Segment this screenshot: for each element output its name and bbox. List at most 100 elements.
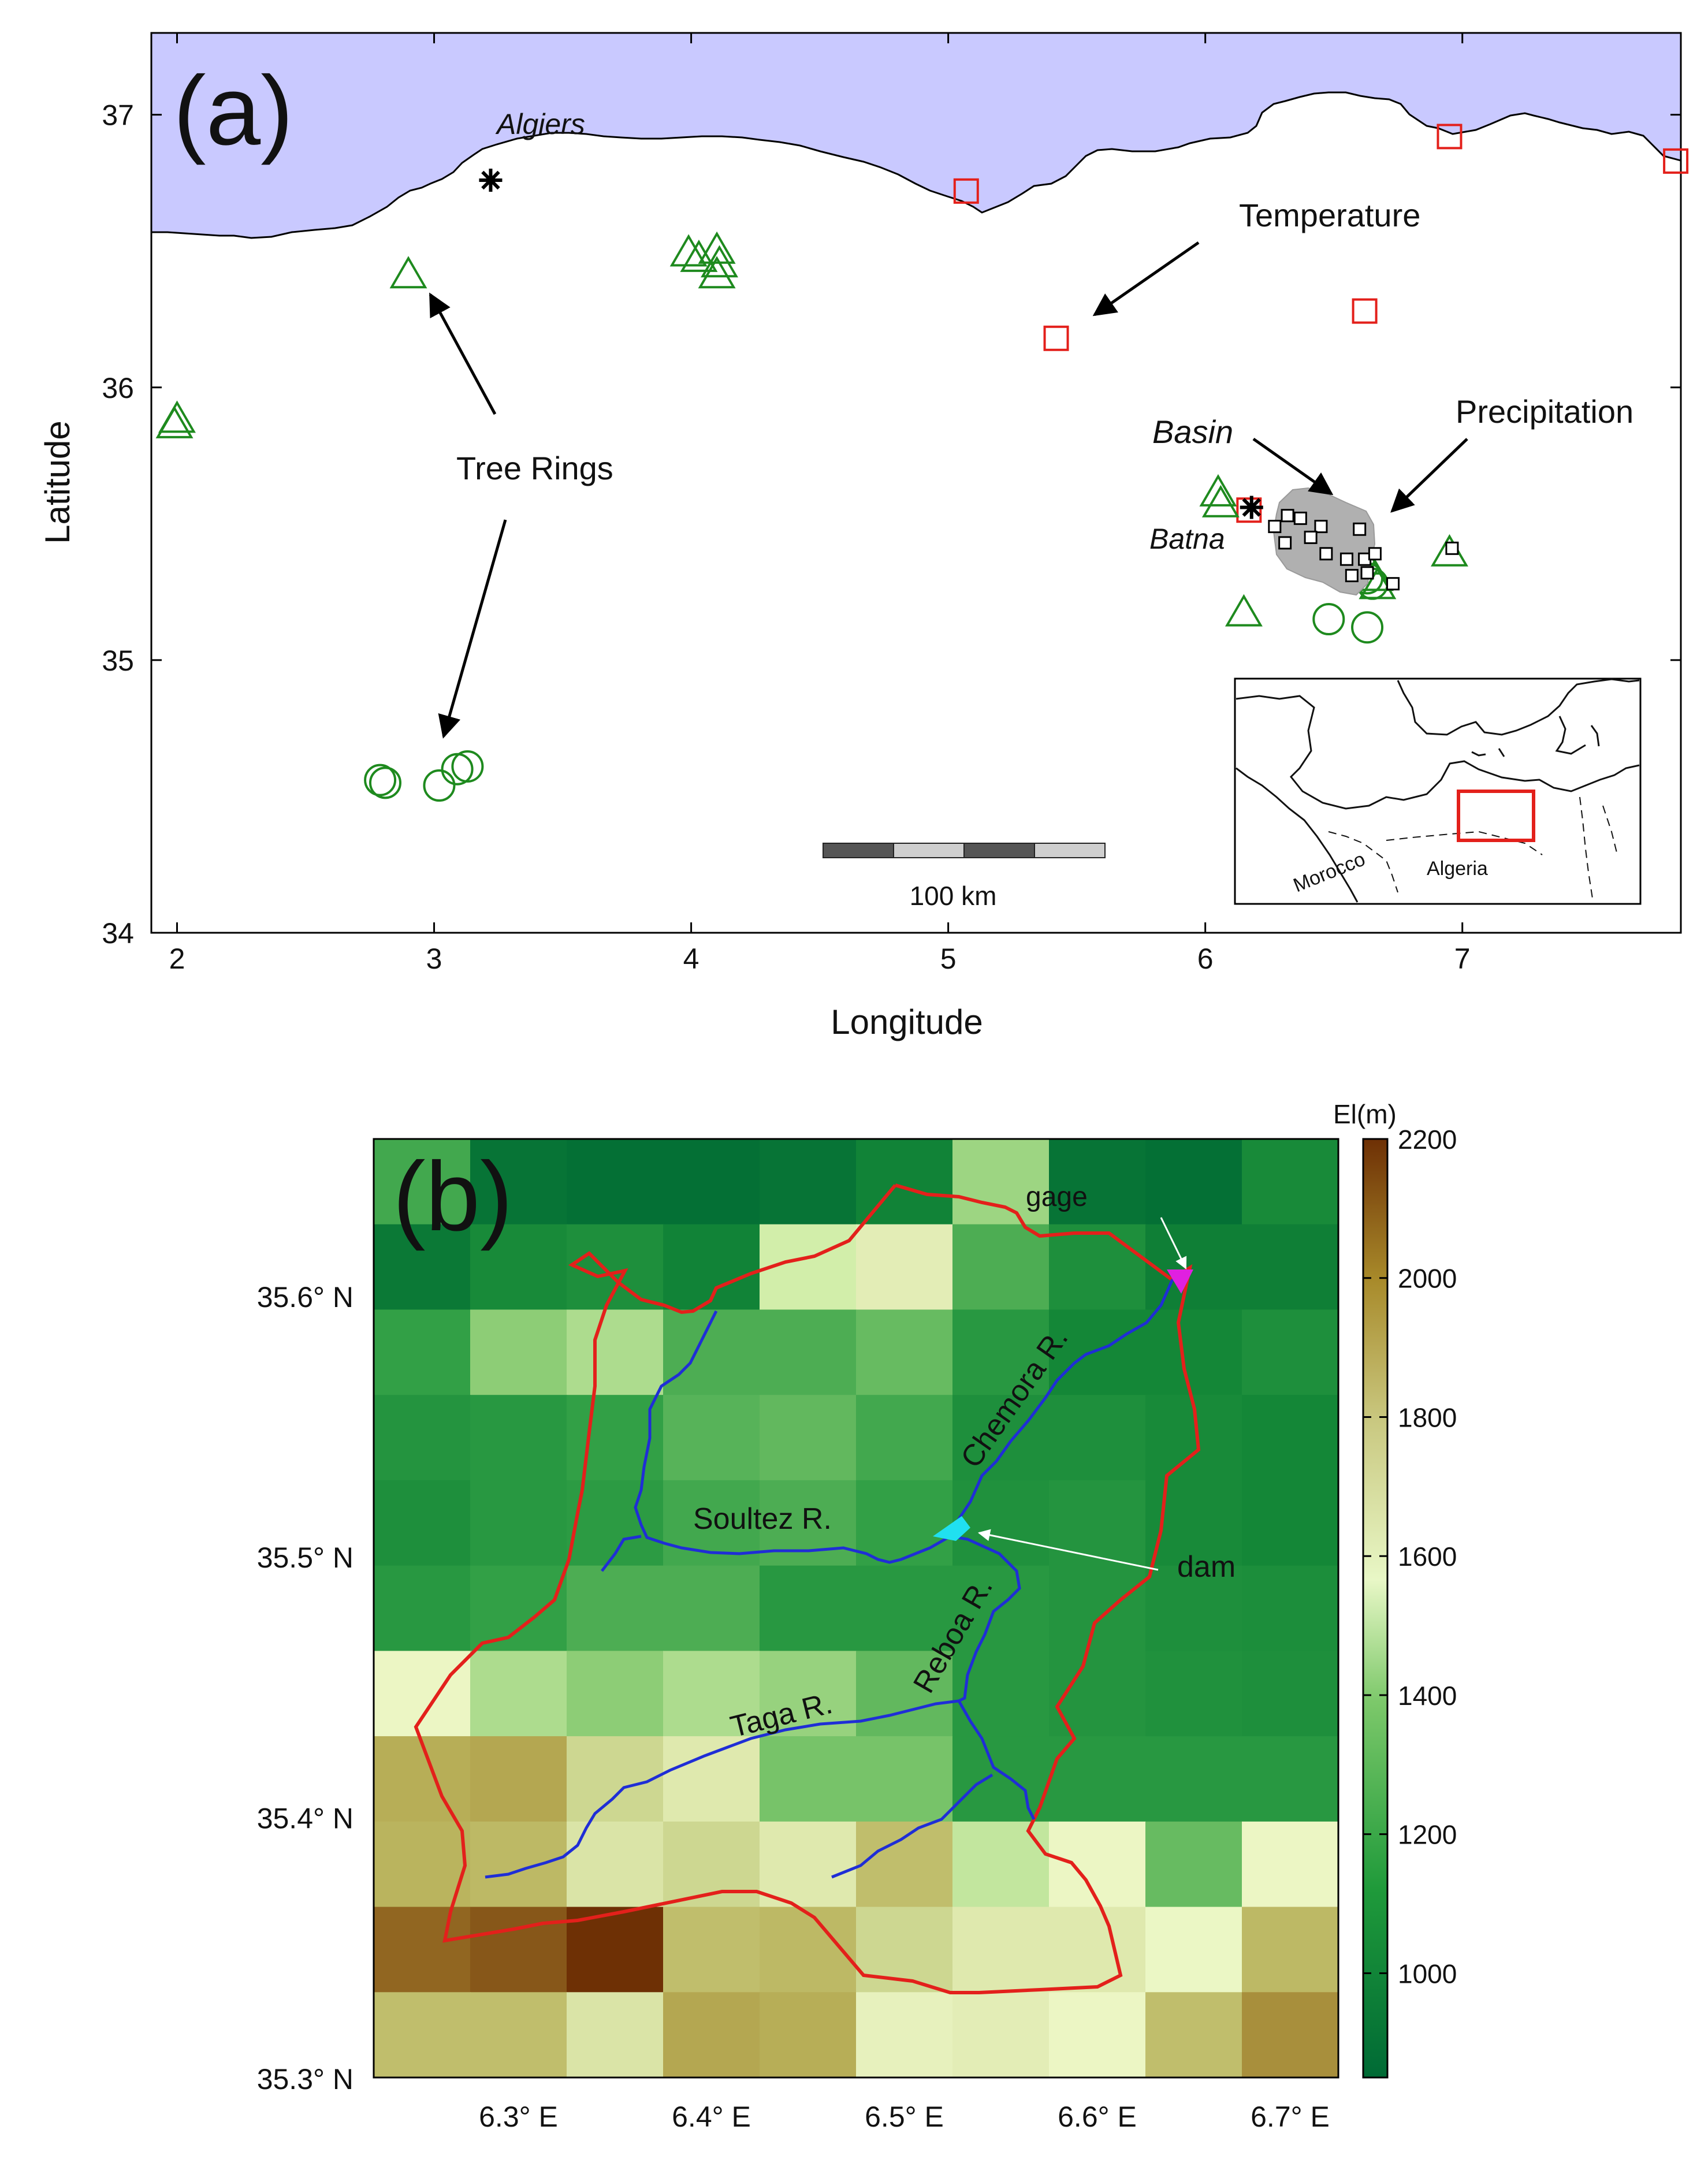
panel-a-x-axis-label: Longitude	[831, 1003, 983, 1041]
x-tick-label: 4	[683, 943, 699, 975]
elevation-cell	[1242, 1907, 1338, 1993]
elevation-cell	[663, 1309, 760, 1396]
panel-a-frame	[150, 32, 1682, 934]
elevation-cell	[760, 1139, 857, 1225]
tree-ring-site-circle	[1351, 611, 1384, 644]
elevation-cell	[856, 1139, 953, 1225]
elevation-cell	[1242, 1309, 1338, 1396]
tree-ring-site-circle	[451, 750, 484, 783]
elevation-cell	[1242, 1651, 1338, 1737]
elevation-cell	[470, 1565, 567, 1652]
panel-b-x-tick-label: 6.5° E	[865, 2101, 944, 2133]
soultez-tributary	[601, 1535, 642, 1572]
elevation-cell	[760, 1992, 857, 2078]
gage-marker	[1167, 1269, 1193, 1294]
elevation-cell	[1242, 1821, 1338, 1908]
elevation-cell	[856, 1651, 953, 1737]
taga-river	[485, 1699, 959, 1879]
colorbar-title: El(m)	[1333, 1099, 1397, 1129]
elevation-cell	[856, 1992, 953, 2078]
elevation-cell	[760, 1736, 857, 1822]
panel-b-x-tick-label: 6.6° E	[1058, 2101, 1137, 2133]
elevation-cell	[1242, 1480, 1338, 1566]
elevation-cell	[1242, 1224, 1338, 1310]
elevation-cell	[374, 1224, 471, 1310]
colorbar-tick-label: 1200	[1398, 1820, 1457, 1850]
temperature-station	[1236, 497, 1262, 523]
precipitation-station	[1386, 577, 1400, 591]
elevation-cell	[663, 1139, 760, 1225]
elevation-cell	[470, 1992, 567, 2078]
elevation-cell	[1145, 1224, 1242, 1310]
elevation-cell	[470, 1736, 567, 1822]
elevation-cell	[760, 1821, 857, 1908]
gage-label: gage	[1026, 1182, 1088, 1212]
elevation-cell	[1049, 1224, 1146, 1310]
colorbar-tick-label: 2200	[1398, 1125, 1457, 1155]
elevation-cell	[1049, 1139, 1146, 1225]
tree-ring-site-triangle	[389, 256, 427, 289]
elevation-cell	[952, 1224, 1050, 1310]
panel-b-y-tick-label: 35.3° N	[257, 2063, 353, 2095]
colorbar-tick-label: 1800	[1398, 1402, 1457, 1432]
tree-rings-arrow-down	[438, 519, 507, 739]
panel-a-markers	[155, 124, 1689, 802]
elevation-cell	[1145, 1309, 1242, 1396]
elevation-cell	[663, 1736, 760, 1822]
elevation-cell	[856, 1309, 953, 1396]
elevation-cell	[374, 1309, 471, 1396]
temperature-label: Temperature	[1239, 197, 1420, 233]
scale-bar-label: 100 km	[910, 881, 997, 911]
elevation-cell	[470, 1821, 567, 1908]
precipitation-station	[1319, 547, 1333, 561]
elevation-cell	[760, 1565, 857, 1652]
dam-arrow	[977, 1529, 1159, 1571]
panel-b-y-tick-label: 35.5° N	[257, 1542, 353, 1574]
elevation-cell	[663, 1565, 760, 1652]
temperature-arrow	[1092, 241, 1200, 317]
soultez-river	[634, 1310, 951, 1564]
elevation-cell	[952, 1651, 1050, 1737]
tree-ring-site-circle	[369, 766, 401, 799]
elevation-cell	[374, 1736, 471, 1822]
tree-ring-site-triangle	[1199, 474, 1237, 507]
elevation-cell	[567, 1651, 664, 1737]
tree-ring-site-circle	[364, 764, 397, 796]
tree-ring-site-triangle	[680, 239, 718, 272]
temperature-station	[1043, 325, 1069, 351]
elevation-cell	[856, 1736, 953, 1822]
elevation-cell	[856, 1821, 953, 1908]
panel-b-y-tick-label: 35.4° N	[257, 1803, 353, 1835]
sea	[151, 33, 1681, 239]
basin-arrow	[1252, 437, 1334, 496]
elevation-cell	[567, 1395, 664, 1481]
x-tick-label: 2	[169, 943, 185, 975]
elevation-cell	[1049, 1821, 1146, 1908]
precipitation-station	[1314, 520, 1328, 534]
elevation-cell	[760, 1309, 857, 1396]
chemora-river	[948, 1278, 1174, 1537]
temperature-station	[1437, 124, 1463, 150]
elevation-cell	[1242, 1736, 1338, 1822]
dam-marker	[933, 1516, 970, 1541]
elevation-cell	[374, 1139, 471, 1225]
elevation-cell	[374, 1565, 471, 1652]
panel-b-x-tick-label: 6.4° E	[672, 2101, 751, 2133]
elevation-cell	[952, 1480, 1050, 1566]
tree-ring-site-triangle	[1201, 485, 1240, 517]
tree-ring-site-triangle	[698, 231, 736, 264]
elevation-cell	[567, 1992, 664, 2078]
temperature-station	[1352, 298, 1378, 324]
precipitation-station	[1278, 536, 1292, 550]
elevation-cell	[567, 1309, 664, 1396]
elevation-cell	[856, 1565, 953, 1652]
reboa-river	[950, 1535, 1036, 1820]
precipitation-label: Precipitation	[1456, 393, 1633, 430]
y-tick-label: 35	[102, 645, 134, 677]
elevation-cell	[1145, 1651, 1242, 1737]
elevation-cell	[567, 1736, 664, 1822]
panel-b-y-tick-label: 35.6° N	[257, 1281, 353, 1313]
